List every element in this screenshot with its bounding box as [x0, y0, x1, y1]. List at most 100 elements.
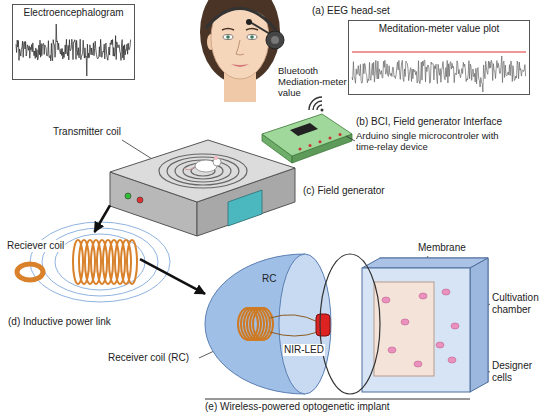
implant-capsule — [270, 315, 318, 322]
inductive-link-coils — [73, 240, 137, 284]
field-generator-device — [214, 156, 218, 160]
wireless-signal — [313, 101, 322, 110]
cultivation-chamber — [442, 289, 450, 295]
arduino-board — [309, 144, 312, 147]
optogenetic-implant: (e) Wireless-powered optogenetic implant — [205, 250, 542, 396]
field-generator-device — [167, 157, 239, 185]
field-generator-device — [228, 190, 262, 226]
meditation-plot-box: Meditation-meter value plot — [348, 20, 530, 95]
cultivation-chamber — [362, 258, 488, 268]
cultivation-chamber — [419, 293, 427, 299]
part-label: Reciever coil — [6, 240, 65, 252]
wireless-signal — [321, 109, 324, 112]
head-figure — [246, 29, 258, 31]
cultivation-chamber — [362, 258, 488, 392]
panel-label: (a) EEG head-set — [312, 5, 412, 17]
part-label: Membrane — [418, 242, 488, 254]
field-generator: (c) Field generator — [110, 140, 295, 236]
cultivation-chamber — [362, 268, 470, 392]
arduino-board — [290, 123, 318, 136]
arduino-board — [339, 133, 342, 136]
cultivation-chamber — [374, 282, 434, 376]
field-generator-device — [159, 154, 247, 188]
head-figure — [200, 0, 284, 102]
field-generator-device — [184, 167, 195, 170]
cultivation-chamber — [382, 297, 390, 303]
part-label: RC — [262, 273, 286, 285]
field-generator-device — [110, 140, 295, 202]
implant-capsule — [205, 254, 470, 399]
panel-caption: (e) Wireless-powered optogenetic implant — [205, 401, 390, 413]
plot-title: Meditation-meter value plot — [349, 21, 529, 35]
field-generator-device — [110, 140, 295, 236]
part-label: NIR-LED — [283, 344, 325, 356]
meditation-waveform — [352, 56, 526, 92]
arduino-board — [329, 137, 332, 140]
eeg-waveform — [16, 24, 131, 76]
inductive-link-coils — [42, 228, 158, 296]
head-figure — [271, 36, 279, 44]
cultivation-chamber — [448, 357, 456, 363]
flow-arrow — [95, 205, 111, 232]
meditation-waveform — [352, 52, 526, 92]
field-generator-device — [125, 193, 131, 199]
part-label: Transmitter coil — [52, 126, 122, 138]
cultivation-chamber — [451, 323, 459, 329]
panel-caption: (d) Inductive power link — [8, 316, 111, 328]
field-generator-device — [137, 197, 143, 203]
head-figure — [236, 40, 244, 55]
implant-capsule — [238, 308, 273, 340]
panel-label: (b) BCI, Field generator Interface — [356, 116, 546, 128]
plot-title: Electroencephalogram — [13, 5, 134, 19]
cultivation-chamber — [470, 258, 488, 392]
eeg-plot-box: Electroencephalogram — [12, 4, 135, 80]
head-figure — [222, 29, 234, 31]
meditation-waveform — [352, 52, 526, 53]
cultivation-chamber — [388, 347, 396, 353]
eeg-waveform — [16, 24, 131, 76]
implant-capsule — [253, 308, 273, 340]
inductive-link-coils — [55, 234, 145, 290]
head-figure — [231, 64, 249, 67]
inductive-link-coils — [30, 222, 170, 302]
wireless-signal — [309, 97, 324, 112]
implant-capsule — [316, 314, 330, 336]
part-label: Arduino single microcontroler with time-… — [356, 131, 508, 153]
arduino-board — [299, 148, 302, 151]
leader-line — [346, 136, 355, 141]
signal-label: Bluetooth Mediation-meter value — [278, 66, 360, 99]
head-figure — [250, 35, 254, 39]
head-figure — [226, 35, 230, 39]
arduino-board — [319, 140, 322, 143]
cultivation-chamber — [382, 289, 459, 367]
implant-capsule — [205, 399, 470, 400]
implant-capsule — [320, 254, 380, 394]
inductive-link-coils — [30, 222, 170, 302]
head-figure — [223, 35, 233, 40]
inductive-link-coils — [17, 264, 43, 280]
part-label: Designer cells — [492, 360, 547, 383]
panel-caption: (c) Field generator — [303, 185, 385, 197]
implant-capsule — [279, 254, 331, 394]
head-figure — [266, 31, 284, 49]
part-label: Cultivation chamber — [492, 292, 547, 315]
head-figure — [250, 22, 270, 34]
arduino-board — [262, 114, 352, 163]
flow-arrow — [140, 259, 205, 294]
field-generator-device — [159, 154, 247, 188]
head-figure — [246, 19, 252, 25]
head-figure — [247, 35, 257, 40]
implant-capsule — [270, 332, 318, 336]
field-generator-device — [175, 160, 231, 182]
cultivation-chamber — [401, 319, 409, 325]
head-figure — [206, 8, 276, 30]
part-label: Receiver coil (RC) — [108, 352, 200, 364]
head-figure — [208, 0, 272, 26]
cultivation-chamber — [436, 342, 444, 348]
cultivation-chamber — [414, 361, 422, 367]
arduino-board — [262, 114, 352, 156]
wireless-signal — [309, 97, 322, 110]
